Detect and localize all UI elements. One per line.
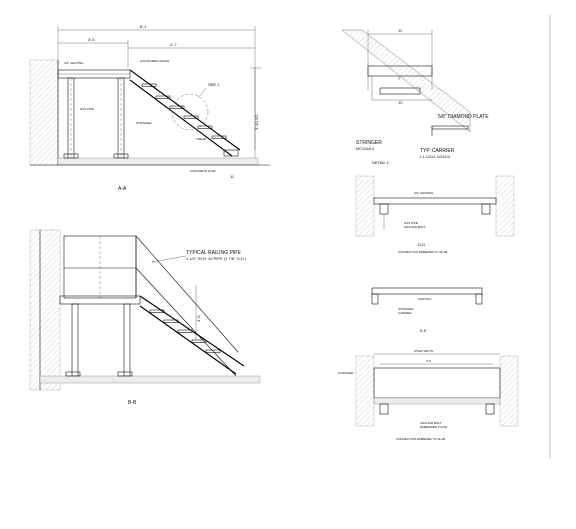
svg-text:TREAD: TREAD bbox=[196, 137, 207, 141]
railing-spec: 1 1/2" SCH. 40 PIPE (1 7/8" O.D.) bbox=[186, 256, 247, 261]
caption-detail: DETAIL 1 bbox=[372, 160, 390, 165]
caption-aa: A-A bbox=[118, 186, 127, 192]
svg-text:3/4" GRATING: 3/4" GRATING bbox=[414, 191, 434, 195]
detail-callout-circle bbox=[171, 93, 209, 131]
caption-ff: CONNECTION EMBEDED TO SLAB bbox=[396, 437, 445, 441]
detail-tread bbox=[367, 65, 433, 77]
svg-text:CARRIER: CARRIER bbox=[398, 311, 412, 315]
ff-stringer-box bbox=[373, 367, 501, 399]
view-ff: STAIR WIDTH 3'-6 STRINGER ANCHOR BOLT EM… bbox=[338, 349, 519, 441]
railing-sloped-top bbox=[135, 235, 239, 353]
railing-sloped-mid bbox=[135, 267, 237, 377]
svg-text:3'-6: 3'-6 bbox=[426, 359, 431, 363]
dim-height-bb: 3'-6 bbox=[196, 315, 201, 322]
stringer-line-bottom bbox=[129, 79, 233, 157]
detail-stringer-size: MC10x8.4 bbox=[356, 146, 375, 151]
view-dd: 3/4" GRATING HSS PIPE ANCHOR BOLT D-D CO… bbox=[355, 175, 515, 254]
detail-dim-top: 11 bbox=[398, 28, 403, 33]
detail-stringer-label: STRINGER bbox=[356, 140, 382, 146]
svg-text:STRINGER: STRINGER bbox=[136, 121, 152, 125]
treads-bb bbox=[149, 309, 221, 353]
detail-stringer-body bbox=[341, 29, 471, 133]
svg-text:ANCHOR BOLT: ANCHOR BOLT bbox=[420, 421, 442, 425]
svg-text:GRATING: GRATING bbox=[418, 297, 432, 301]
dd-note: CONNECTION EMBEDED TO SLAB bbox=[398, 250, 447, 254]
dim-run: 4'-7 bbox=[170, 42, 177, 47]
callout-see-1: SEE 1 bbox=[208, 82, 220, 87]
svg-text:GALVANIZED ANGLE: GALVANIZED ANGLE bbox=[140, 59, 169, 63]
grade-label: 11 bbox=[230, 174, 235, 179]
slab-aa bbox=[57, 157, 259, 166]
caption-ee: E-E bbox=[420, 328, 427, 333]
slab-bb bbox=[39, 375, 261, 384]
detail-dim-tread: 10 bbox=[398, 100, 403, 105]
railing-title: TYPICAL RAILING PIPE bbox=[186, 250, 241, 256]
dim-height-aa: 3'-10 1/2 bbox=[254, 114, 259, 130]
diamond-plate-label: 5/8" DIAMOND PLATE bbox=[438, 114, 489, 120]
dim-platform: 3'-6 bbox=[88, 37, 95, 42]
view-ee: GRATING STRINGER CARRIER E-E bbox=[371, 287, 483, 333]
treads-aa bbox=[141, 83, 227, 139]
svg-text:HSS PIPE: HSS PIPE bbox=[80, 107, 94, 111]
ee-grating bbox=[371, 287, 483, 295]
svg-text:EMBEDDED PLATE: EMBEDDED PLATE bbox=[420, 425, 447, 429]
svg-text:STAIR WIDTH: STAIR WIDTH bbox=[414, 349, 433, 353]
carrier-title: TYP. CARRIER bbox=[420, 148, 455, 154]
dd-grating bbox=[373, 197, 497, 205]
svg-text:ANCHOR BOLT: ANCHOR BOLT bbox=[404, 225, 426, 229]
svg-text:CONCRETE SLAB: CONCRETE SLAB bbox=[190, 169, 215, 173]
dim-overall: 8'-1 bbox=[140, 24, 147, 29]
svg-text:STRINGER: STRINGER bbox=[398, 307, 414, 311]
stringer-line-top bbox=[129, 69, 241, 151]
detail-dim-rise: 7 bbox=[398, 76, 401, 81]
carrier-size: L1-1/2x1-1/2x1/4 bbox=[420, 154, 451, 159]
svg-text:HSS PIPE: HSS PIPE bbox=[404, 221, 418, 225]
view-detail-1: 11 7 10 5/8" DIAMOND PLATE STRINGER MC10… bbox=[341, 28, 489, 165]
view-aa: 8'-1 3'-6 4'-7 SEE 1 bbox=[29, 24, 270, 192]
view-bb: 3'-6 TYPICAL RAILING PIPE 1 1/2" SCH. 40… bbox=[29, 229, 261, 406]
caption-dd: D-D bbox=[418, 242, 425, 247]
caption-bb: B-B bbox=[128, 400, 137, 406]
svg-text:3/4" GRATING: 3/4" GRATING bbox=[64, 61, 84, 65]
svg-text:STRINGER: STRINGER bbox=[338, 371, 354, 375]
